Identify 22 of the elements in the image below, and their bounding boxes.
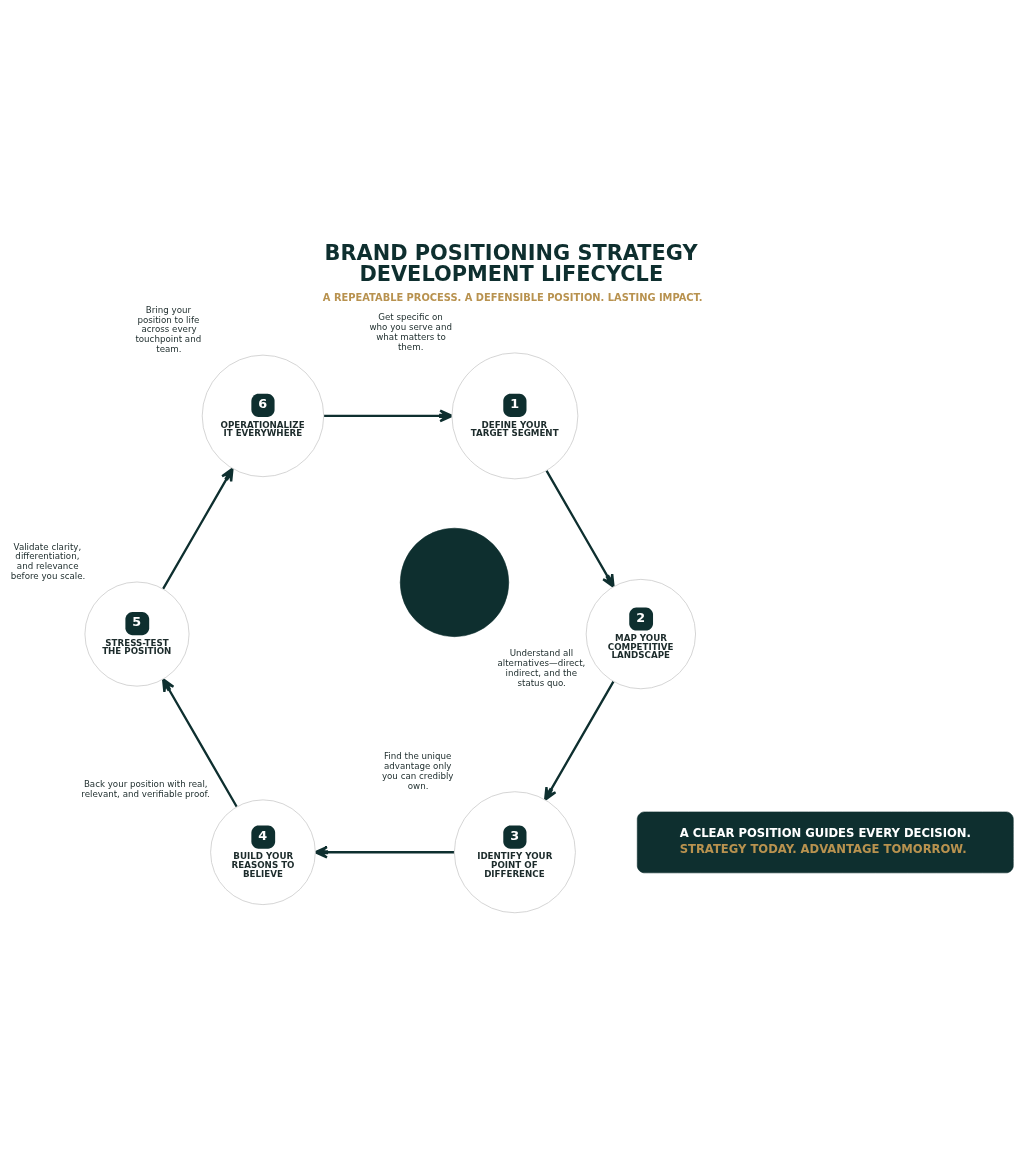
arrow (544, 680, 615, 801)
node-label: Get specific on who you serve and what matters to them. (369, 312, 452, 353)
arrow (161, 678, 238, 808)
arrow (314, 845, 455, 859)
node-circle: 3 IDENTIFY YOUR POINT OF DIFFERENCE (453, 791, 576, 914)
node-circle: 5 STRESS-TEST THE POSITION (84, 581, 190, 687)
node-label: Validate clarity, differentiation, and relevance before you scale. (10, 541, 86, 582)
node-box: A CLEAR POSITION GUIDES EVERY DECISION. STRATEGY TODAY. ADVANTAGE TOMORROW. (637, 811, 1014, 874)
arrow (162, 467, 234, 590)
node-label: Back your position with real, relevant, and verifiable proof. (81, 779, 210, 800)
arrow (545, 470, 615, 588)
node-label: Understand all alternatives—direct, indirect, and the status quo. (497, 648, 586, 688)
arrow (323, 409, 453, 423)
node-circle: 2 MAP YOUR COMPETITIVE LANDSCAPE (585, 578, 696, 690)
node-circle (399, 527, 510, 637)
node-label: Find the unique advantage only you can credibly own. (381, 751, 454, 791)
node-circle: 1 DEFINE YOUR TARGET SEGMENT (451, 352, 579, 480)
caption: A REPEATABLE PROCESS. A DEFENSIBLE POSITION. LASTING IMPACT. (322, 291, 703, 303)
node-circle: 6 OPERATIONALIZE IT EVERYWHERE (201, 354, 325, 478)
node-label: Bring your position to life across every touchpoint and team. (135, 304, 202, 355)
diagram-title: BRAND POSITIONING STRATEGY DEVELOPMENT LIFECYCLE (324, 240, 698, 286)
node-circle: 4 BUILD YOUR REASONS TO BELIEVE (210, 799, 316, 906)
